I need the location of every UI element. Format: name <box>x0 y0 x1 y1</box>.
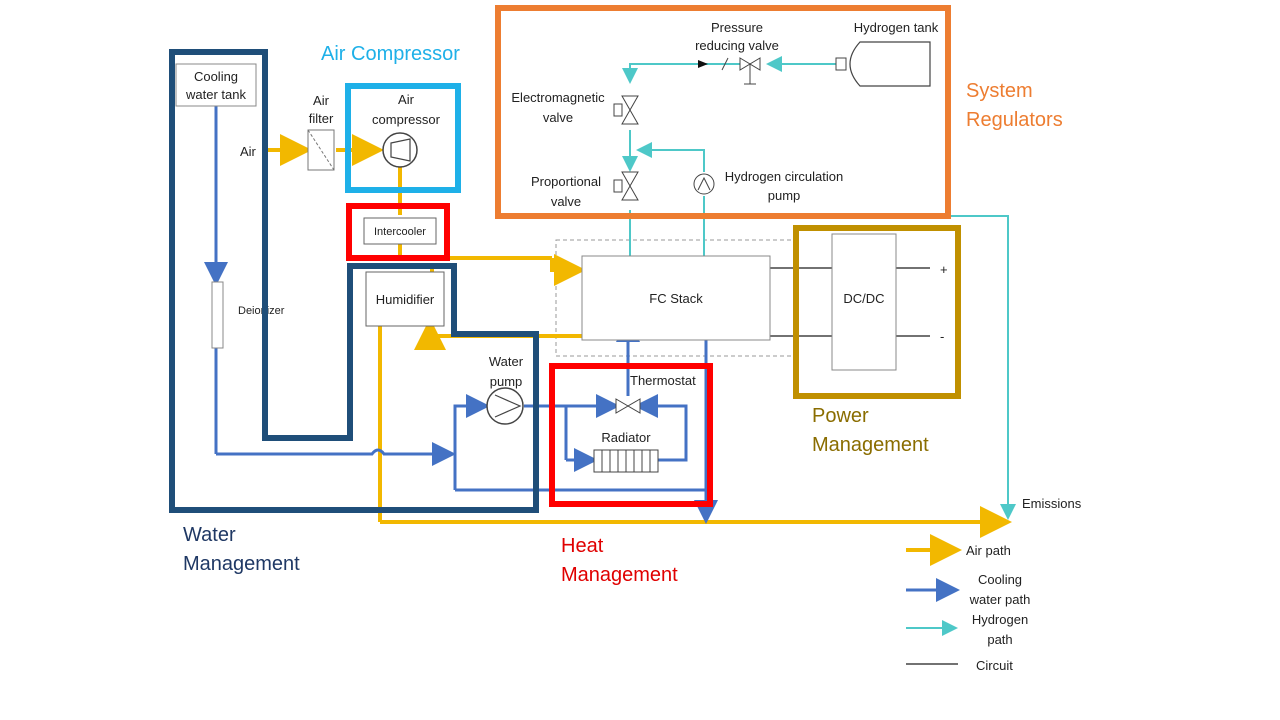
proportional-valve-icon <box>621 171 639 201</box>
air-compressor-outline <box>345 83 461 193</box>
electromagnetic-valve-icon <box>621 95 639 125</box>
air-path <box>262 134 1012 538</box>
fc-stack-label: FC Stack <box>649 291 703 306</box>
cooling-water-tank <box>175 63 257 107</box>
intercooler <box>363 217 437 245</box>
dcdc-converter <box>831 233 897 371</box>
legend-air-label: Air path <box>966 543 1011 558</box>
humidifier <box>365 271 445 327</box>
humidifier-label: Humidifier <box>376 292 435 307</box>
hydrogen-tank-label: Hydrogen tank <box>854 20 939 35</box>
intercooler-label: Intercooler <box>374 226 426 238</box>
air-compressor-icon <box>382 132 418 168</box>
system-regulators-outline <box>495 5 951 219</box>
air-label: Air <box>240 144 257 159</box>
radiator-label: Radiator <box>601 430 651 445</box>
fc-stack <box>581 255 771 341</box>
heat-management-outline <box>549 363 713 507</box>
power-management-outline <box>793 225 961 399</box>
dcdc-label: DC/DC <box>843 291 884 306</box>
thermostat-label: Thermostat <box>630 373 696 388</box>
minus-terminal: - <box>940 329 944 344</box>
deionizer <box>211 281 224 349</box>
water-management-outline <box>169 49 539 513</box>
thermostat-icon <box>615 398 641 414</box>
hydrogen-tank-icon <box>849 41 931 87</box>
water-pump-icon <box>486 387 524 425</box>
legend-circuit-label: Circuit <box>976 658 1013 673</box>
emissions-label: Emissions <box>1022 496 1082 511</box>
deionizer-label: Deionizer <box>238 305 285 317</box>
plus-terminal: + <box>940 262 948 277</box>
intercooler-outline <box>346 203 450 261</box>
air-compressor-group-label: Air Compressor <box>321 43 460 65</box>
